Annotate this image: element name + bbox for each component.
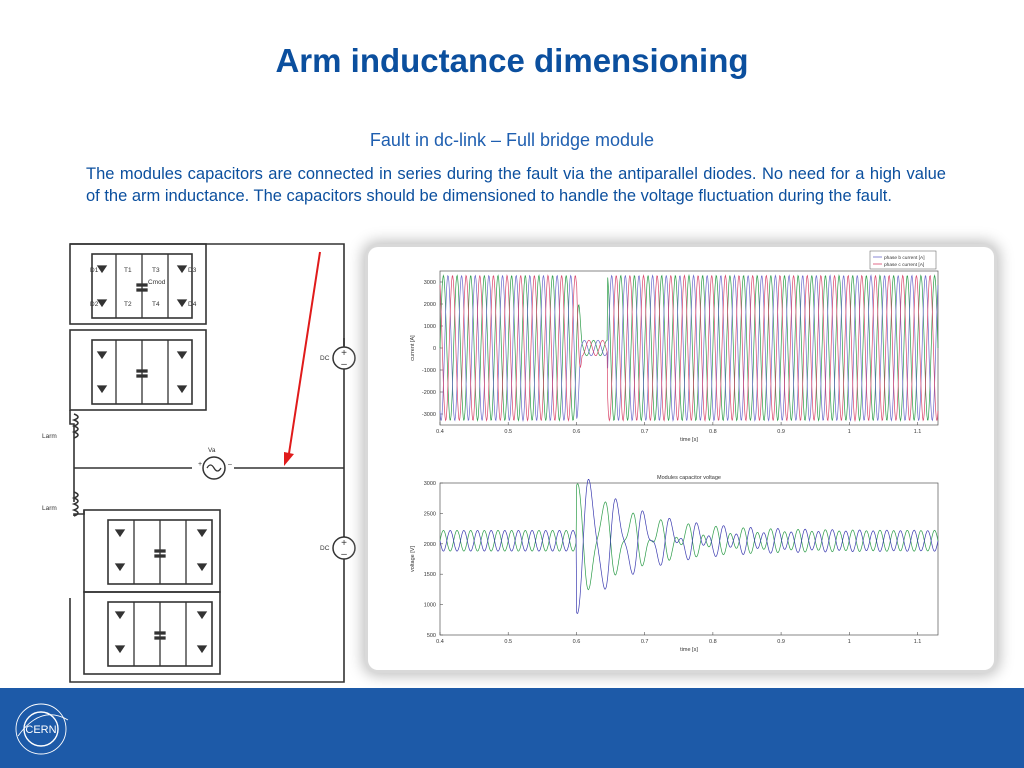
diode-icon xyxy=(196,563,208,572)
y-tick-label: 1500 xyxy=(424,572,436,578)
y-tick-label: 3000 xyxy=(424,481,436,487)
larm-upper-label: Larm xyxy=(42,433,57,440)
upper-module-2-frame xyxy=(69,329,207,411)
diode-icon xyxy=(176,299,188,308)
series-line-module-2 xyxy=(439,479,939,615)
d1-label: D1 xyxy=(90,267,99,274)
y-tick-label: 2000 xyxy=(424,302,436,308)
diode-icon xyxy=(114,529,126,538)
x-tick-label: 0.9 xyxy=(777,639,785,645)
capacitor-icon xyxy=(154,549,166,553)
source-label: Va xyxy=(208,447,216,454)
x-axis-label: time [s] xyxy=(680,647,698,653)
t3-label: T3 xyxy=(152,267,160,274)
legend-entry: phase b current [A] xyxy=(884,255,925,261)
x-axis-label: time [s] xyxy=(680,437,698,443)
plot-area xyxy=(439,482,939,636)
dc-upper-label: DC xyxy=(320,355,330,362)
y-axis-label: current [A] xyxy=(410,335,416,361)
svg-text:–: – xyxy=(341,359,347,370)
diode-icon xyxy=(196,645,208,654)
dc-source-lower-icon xyxy=(332,536,356,560)
svg-text:+: + xyxy=(341,538,347,549)
y-tick-label: 3000 xyxy=(424,280,436,286)
x-tick-label: 0.8 xyxy=(709,639,717,645)
arrow-head-icon xyxy=(284,452,294,466)
x-tick-label: 0.4 xyxy=(436,639,444,645)
circuit-diagram: + – + – + – Larm Larm Va DC DC Cmod D1 D… xyxy=(42,243,356,683)
y-tick-label: 500 xyxy=(427,633,436,639)
x-tick-label: 1.1 xyxy=(914,639,922,645)
x-tick-label: 0.9 xyxy=(777,429,785,435)
y-tick-label: 1000 xyxy=(424,603,436,609)
x-tick-label: 0.7 xyxy=(641,639,649,645)
diode-icon xyxy=(96,299,108,308)
x-tick-label: 0.6 xyxy=(573,639,581,645)
x-tick-label: 1 xyxy=(848,639,851,645)
svg-text:–: – xyxy=(341,549,347,560)
x-tick-label: 0.8 xyxy=(709,429,717,435)
x-tick-label: 0.7 xyxy=(641,429,649,435)
svg-text:+: + xyxy=(198,461,202,468)
diode-icon xyxy=(96,385,108,394)
lower-module-1-frame xyxy=(83,509,221,593)
diode-icon xyxy=(114,563,126,572)
y-tick-label: 2000 xyxy=(424,542,436,548)
cern-logo-text: CERN xyxy=(25,724,56,736)
cmod-label: Cmod xyxy=(148,279,166,286)
d2-label: D2 xyxy=(90,301,99,308)
diode-icon xyxy=(196,611,208,620)
legend-entry: phase c current [A] xyxy=(884,262,924,268)
diode-icon xyxy=(96,351,108,360)
footer-bar: CERN xyxy=(0,688,1024,768)
plot-area xyxy=(439,270,939,426)
x-tick-label: 0.4 xyxy=(436,429,444,435)
fault-arrow xyxy=(287,251,321,461)
slide-subtitle: Fault in dc-link – Full bridge module xyxy=(369,130,655,150)
slide-body-text: The modules capacitors are connected in … xyxy=(86,165,946,205)
simulation-plots: 0.4 0.5 0.6 0.7 0.8 0.9 1 1.1 3000 2000 1000 0 -1000… xyxy=(410,250,939,653)
capacitor-icon xyxy=(136,283,148,287)
t1-label: T1 xyxy=(124,267,132,274)
capacitor-icon xyxy=(136,369,148,373)
svg-text:–: – xyxy=(228,461,232,468)
y-tick-label: 2500 xyxy=(424,511,436,517)
t4-label: T4 xyxy=(152,301,160,308)
diode-icon xyxy=(176,265,188,274)
x-tick-label: 1 xyxy=(848,429,851,435)
simulation-plots-frame: 0.4 0.5 0.6 0.7 0.8 0.9 1 1.1 3000 2000 1000 0 -1000… xyxy=(368,247,994,670)
legend-box xyxy=(869,250,937,270)
diode-icon xyxy=(114,645,126,654)
chart-title: Modules capacitor voltage xyxy=(657,475,721,481)
d3-label: D3 xyxy=(188,267,197,274)
series-line-phase-c-current-a- xyxy=(439,274,939,422)
y-tick-label: -2000 xyxy=(422,390,436,396)
diode-icon xyxy=(176,351,188,360)
diode-icon xyxy=(114,611,126,620)
dc-source-upper-icon xyxy=(332,346,356,370)
x-tick-label: 0.5 xyxy=(504,429,512,435)
larm-lower-label: Larm xyxy=(42,505,57,512)
cern-logo: CERN xyxy=(15,703,69,755)
diode-icon xyxy=(96,265,108,274)
diode-icon xyxy=(176,385,188,394)
y-tick-label: 1000 xyxy=(424,324,436,330)
upper-module-1-frame xyxy=(69,243,207,325)
series-line-module-1 xyxy=(439,483,939,591)
y-tick-label: 0 xyxy=(433,346,436,352)
slide-title: Arm inductance dimensioning xyxy=(275,42,749,79)
x-tick-label: 1.1 xyxy=(914,429,922,435)
d4-label: D4 xyxy=(188,301,197,308)
svg-text:+: + xyxy=(341,348,347,359)
y-tick-label: -3000 xyxy=(422,412,436,418)
dc-lower-label: DC xyxy=(320,545,330,552)
lower-module-2-frame xyxy=(83,591,221,675)
y-tick-label: -1000 xyxy=(422,368,436,374)
capacitor-icon xyxy=(154,631,166,635)
x-tick-label: 0.5 xyxy=(504,639,512,645)
t2-label: T2 xyxy=(124,301,132,308)
diode-icon xyxy=(196,529,208,538)
y-axis-label: voltage [V] xyxy=(410,546,416,572)
x-tick-label: 0.6 xyxy=(573,429,581,435)
